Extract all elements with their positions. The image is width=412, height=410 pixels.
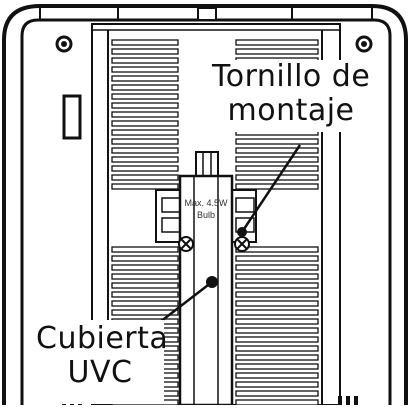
vent-fin	[235, 282, 319, 289]
callout-uvc-cover-line2: UVC	[67, 355, 133, 390]
vent-fin	[235, 48, 319, 55]
vent-fin	[235, 264, 319, 271]
vent-fin	[111, 48, 179, 55]
vent-fin	[235, 156, 319, 163]
vent-fin	[111, 129, 179, 136]
vent-fin	[235, 309, 319, 316]
vent-fin	[111, 93, 179, 100]
vent-fin	[111, 57, 179, 64]
vent-fin	[235, 345, 319, 352]
vent-fin	[235, 147, 319, 154]
vent-fin	[235, 372, 319, 379]
vent-fin	[111, 291, 179, 298]
vent-fin	[235, 183, 319, 190]
vent-fin	[235, 300, 319, 307]
vent-fin	[111, 111, 179, 118]
mounting-screw-left	[178, 236, 194, 252]
top-notch	[197, 7, 217, 21]
leader-line-screw	[240, 144, 302, 233]
callout-mounting-screw: Tornillo de montaje	[212, 60, 370, 132]
vent-fin	[111, 264, 179, 271]
vent-fin	[235, 327, 319, 334]
bulb-label-line2: Bulb	[197, 210, 215, 220]
vent-fin	[111, 75, 179, 82]
top-bevel	[39, 6, 373, 20]
vent-fin	[111, 39, 179, 46]
vent-fin	[111, 147, 179, 154]
vent-fin	[235, 336, 319, 343]
side-slot	[62, 94, 82, 140]
vent-fin	[111, 120, 179, 127]
vent-fin	[111, 183, 179, 190]
leader-dot-cover	[206, 276, 218, 288]
vent-fin	[111, 300, 179, 307]
vent-fin	[111, 255, 179, 262]
vent-fin	[235, 39, 319, 46]
vent-fin	[235, 363, 319, 370]
leader-line-cover	[159, 281, 213, 323]
vent-fin	[235, 354, 319, 361]
vent-fin	[235, 381, 319, 388]
vent-fin	[111, 309, 179, 316]
callout-uvc-cover: Cubierta UVC	[36, 320, 169, 404]
vent-fin	[235, 246, 319, 253]
callout-mounting-screw-line2: montaje	[227, 93, 355, 128]
vent-fin	[235, 390, 319, 397]
vent-fin	[111, 102, 179, 109]
vent-fin	[235, 165, 319, 172]
vent-fin	[111, 246, 179, 253]
vent-fin	[111, 174, 179, 181]
vent-fin	[111, 138, 179, 145]
vent-fin	[235, 273, 319, 280]
bulb-socket	[195, 151, 219, 179]
vent-fin	[235, 138, 319, 145]
callout-uvc-cover-line1: Cubierta	[36, 321, 169, 356]
vent-fin	[111, 165, 179, 172]
uvc-cover	[178, 174, 234, 407]
vent-fin	[111, 66, 179, 73]
bulb-label-line1: Max. 4.5W	[184, 198, 228, 208]
mounting-screw-right	[234, 236, 250, 252]
vent-fin	[235, 399, 319, 406]
vent-fin	[111, 282, 179, 289]
vent-fin	[235, 255, 319, 262]
corner-screw-left	[55, 35, 73, 53]
callout-mounting-screw-line1: Tornillo de	[212, 59, 371, 94]
vent-fin	[111, 273, 179, 280]
vent-fin	[235, 291, 319, 298]
vent-fin	[235, 318, 319, 325]
corner-screw-right	[355, 35, 373, 53]
vent-fin	[111, 84, 179, 91]
leader-dot-screw	[237, 227, 247, 237]
vent-fin	[111, 156, 179, 163]
